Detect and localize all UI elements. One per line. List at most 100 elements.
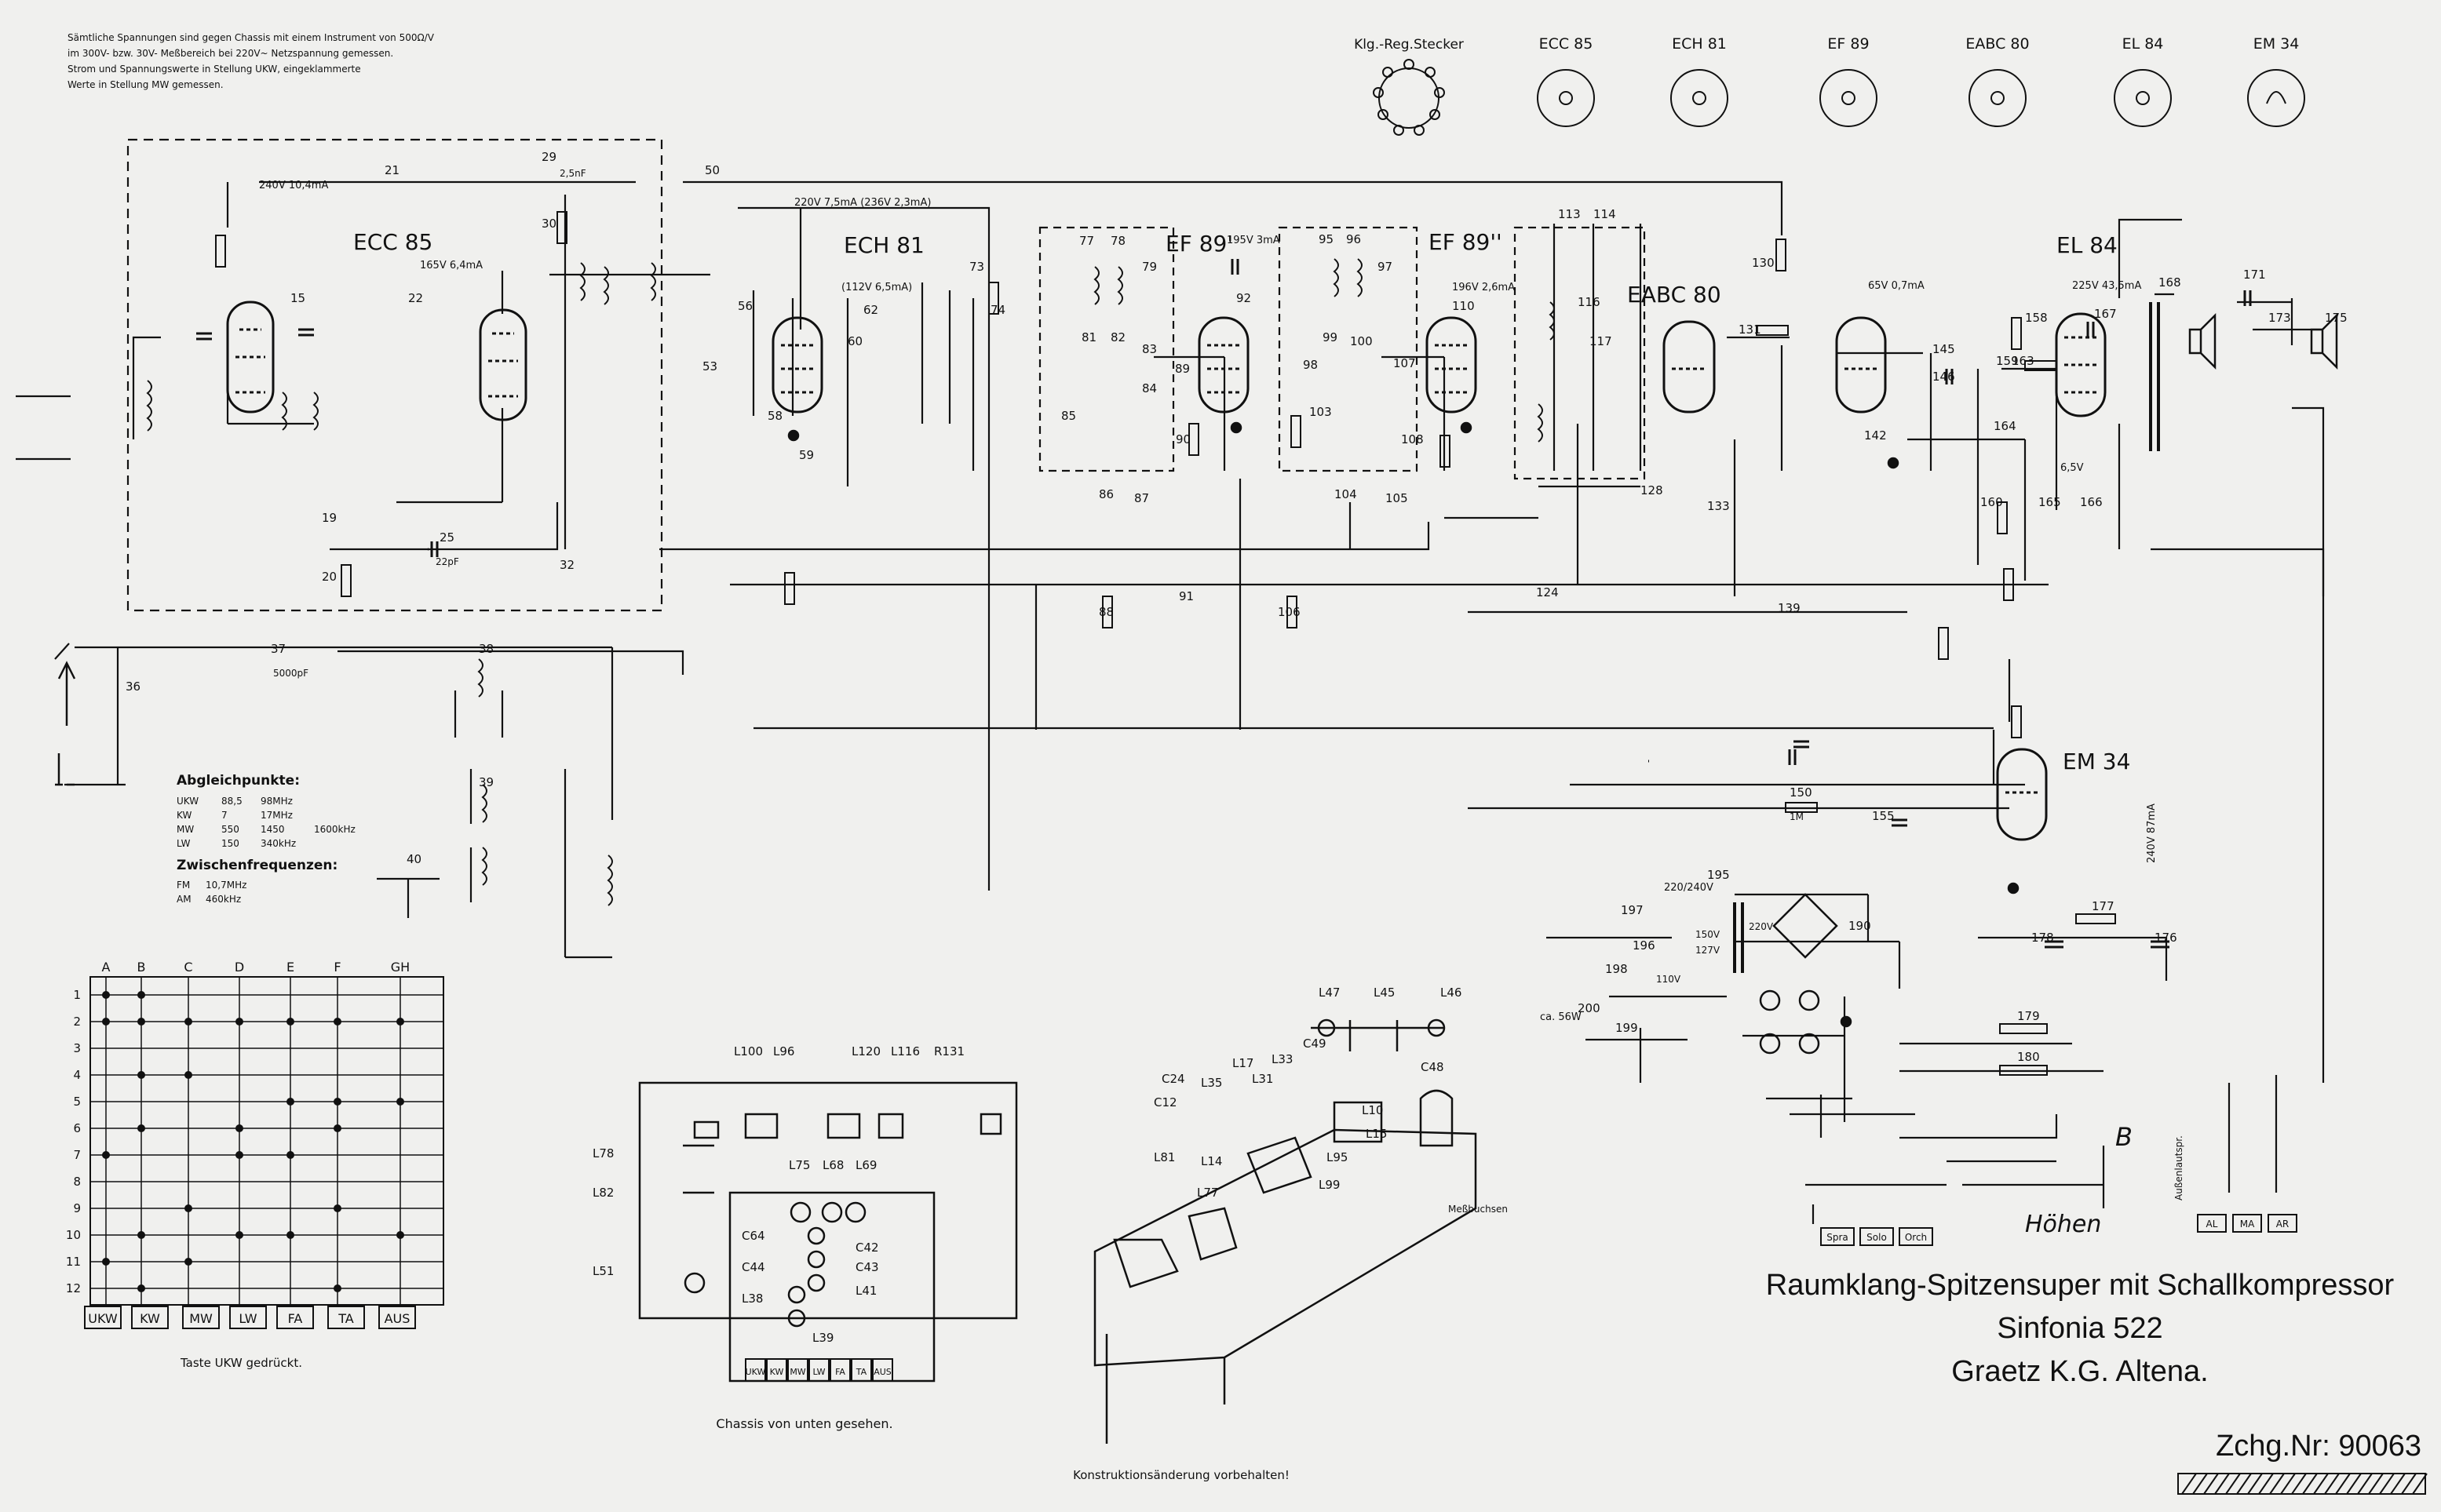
- socket-eabc80: [1968, 69, 2027, 127]
- capacitor-92: [1231, 259, 1239, 275]
- matrix-button-box: [229, 1306, 267, 1329]
- cn-145: 145: [1932, 342, 1955, 356]
- ratio-detector-box: [1513, 226, 1646, 480]
- cn-197: 197: [1621, 903, 1644, 917]
- ground-dot-3: [1460, 421, 1472, 434]
- cn-88: 88: [1099, 605, 1114, 619]
- hatch-strip: [2177, 1473, 2426, 1495]
- capacitor-178: [2045, 940, 2063, 949]
- cn-177: 177: [2092, 899, 2114, 913]
- cn-32: 32: [560, 558, 575, 572]
- cn-73: 73: [969, 260, 984, 274]
- cn-100: 100: [1350, 334, 1373, 348]
- chassis-top-part-label: L15: [1366, 1127, 1387, 1141]
- cn-198: 198: [1605, 962, 1628, 976]
- chassis-bottom-part-label: L41: [856, 1284, 877, 1298]
- speaker-switch-label: AR: [2276, 1219, 2290, 1230]
- tube-labels: ECC 85 ECH 81 EF 89' EF 89'' EABC 80 EL …: [353, 229, 2130, 774]
- voltage-annotations: 240V 10,4mA 165V 6,4mA 220V 7,5mA (236V …: [259, 180, 2158, 1023]
- matrix-contact: [137, 1018, 145, 1026]
- chassis-button-box: [851, 1358, 872, 1382]
- title-line-3: Graetz K.G. Altena.: [1951, 1355, 2208, 1388]
- chassis-top-part-label: L77: [1197, 1186, 1218, 1200]
- coils: [146, 258, 2160, 973]
- label-ech81: ECH 81: [844, 232, 925, 258]
- matrix-contact: [184, 1071, 192, 1079]
- ukw-tuner-box: [126, 138, 663, 612]
- jack-label: Meßbuchsen: [1448, 1204, 1508, 1215]
- alignment-f1-lw: 150: [221, 838, 239, 849]
- chassis-top-part-label: L10: [1362, 1103, 1383, 1117]
- chassis-bottom-part-label: L51: [593, 1264, 614, 1278]
- hatch-line: [2302, 1473, 2318, 1495]
- label-ef89a: EF 89': [1166, 231, 1233, 257]
- alignment-f2-ukw: 98MHz: [261, 796, 293, 807]
- matrix-button-label: UKW: [88, 1311, 118, 1326]
- speaker-175: [2310, 312, 2338, 370]
- cn-159: 159: [1996, 354, 2019, 368]
- cn-190: 190: [1848, 919, 1871, 933]
- chassis-bottom-part-label: L69: [856, 1158, 877, 1172]
- cn-90: 90: [1176, 432, 1191, 446]
- chassis-bottom-part-label: L116: [891, 1044, 920, 1058]
- socket-label-em34: EM 34: [2253, 35, 2300, 53]
- chassis-button-label: TA: [856, 1367, 867, 1377]
- cn-178: 178: [2031, 931, 2054, 945]
- cn-22: 22: [408, 291, 423, 305]
- cn-175: 175: [2325, 311, 2348, 325]
- socket-label-el84: EL 84: [2122, 35, 2164, 53]
- cn-171: 171: [2243, 268, 2266, 282]
- hatch-line: [2379, 1473, 2395, 1495]
- socket-label-ech81: ECH 81: [1672, 35, 1727, 53]
- matrix-contact: [334, 1124, 341, 1132]
- cn-116: 116: [1578, 295, 1600, 309]
- chassis-bottom-part-label: L68: [823, 1158, 844, 1172]
- matrix-row-label: 7: [73, 1148, 81, 1162]
- if-coil-95-96: [1333, 258, 1363, 297]
- resistor-30: [556, 211, 567, 244]
- voltage-v12: ca. 56W: [1540, 1011, 1582, 1023]
- if-fm-label: FM: [177, 880, 190, 891]
- note-line-2: im 300V- bzw. 30V- Meßbereich bei 220V~ …: [68, 48, 393, 59]
- cn-84: 84: [1142, 381, 1157, 395]
- chassis-top-part-label: L17: [1232, 1056, 1253, 1070]
- chassis-bottom-outline: [638, 1081, 1018, 1320]
- cn-39: 39: [479, 775, 494, 789]
- speaker-switch-box: [2197, 1214, 2227, 1233]
- chassis-bottom-part-label: L75: [789, 1158, 810, 1172]
- chassis-top-part-label: C49: [1303, 1037, 1326, 1051]
- pilot-lamp-192: [1798, 1033, 1820, 1055]
- chassis-top-part-label: L45: [1374, 986, 1395, 1000]
- antenna-symbol: [57, 661, 76, 726]
- chassis-ground: [55, 753, 75, 786]
- chassis-bottom-part-label: C42: [856, 1241, 879, 1255]
- cn-173: 173: [2268, 311, 2291, 325]
- cn-158: 158: [2025, 311, 2048, 325]
- tone-button-label: Spra: [1826, 1232, 1848, 1243]
- matrix-contact: [235, 1151, 243, 1159]
- chassis-top-view: [1093, 1018, 1477, 1444]
- component-numbers: 21 50 29 2,5nF 30 15 22 25 22pF 32 19 20…: [126, 150, 2348, 1064]
- matrix-column-label: F: [334, 960, 341, 975]
- tube-em34: [1996, 748, 2048, 841]
- speaker-switch-label: AL: [2206, 1219, 2218, 1230]
- cn-50: 50: [705, 163, 720, 177]
- chassis-button-box: [787, 1358, 808, 1382]
- chassis-bottom-part-label: L82: [593, 1186, 614, 1200]
- alignment-f1-ukw: 88,5: [221, 796, 243, 807]
- matrix-column-label: E: [286, 960, 294, 975]
- cn-114: 114: [1593, 207, 1616, 221]
- cn-220v: 220V: [1749, 921, 1774, 932]
- matrix-button-box: [327, 1306, 365, 1329]
- handwritten-b: B: [2115, 1122, 2133, 1152]
- matrix-row-label: 9: [73, 1201, 81, 1215]
- cn-36: 36: [126, 679, 140, 694]
- rectifier-bridge-190: [1772, 893, 1838, 959]
- capacitor-155: [1892, 818, 1907, 827]
- cn-117: 117: [1589, 334, 1612, 348]
- cn-179: 179: [2017, 1009, 2040, 1023]
- alignment-f2-kw: 17MHz: [261, 810, 293, 821]
- cn-81: 81: [1082, 330, 1096, 344]
- hatch-line: [2181, 1473, 2197, 1495]
